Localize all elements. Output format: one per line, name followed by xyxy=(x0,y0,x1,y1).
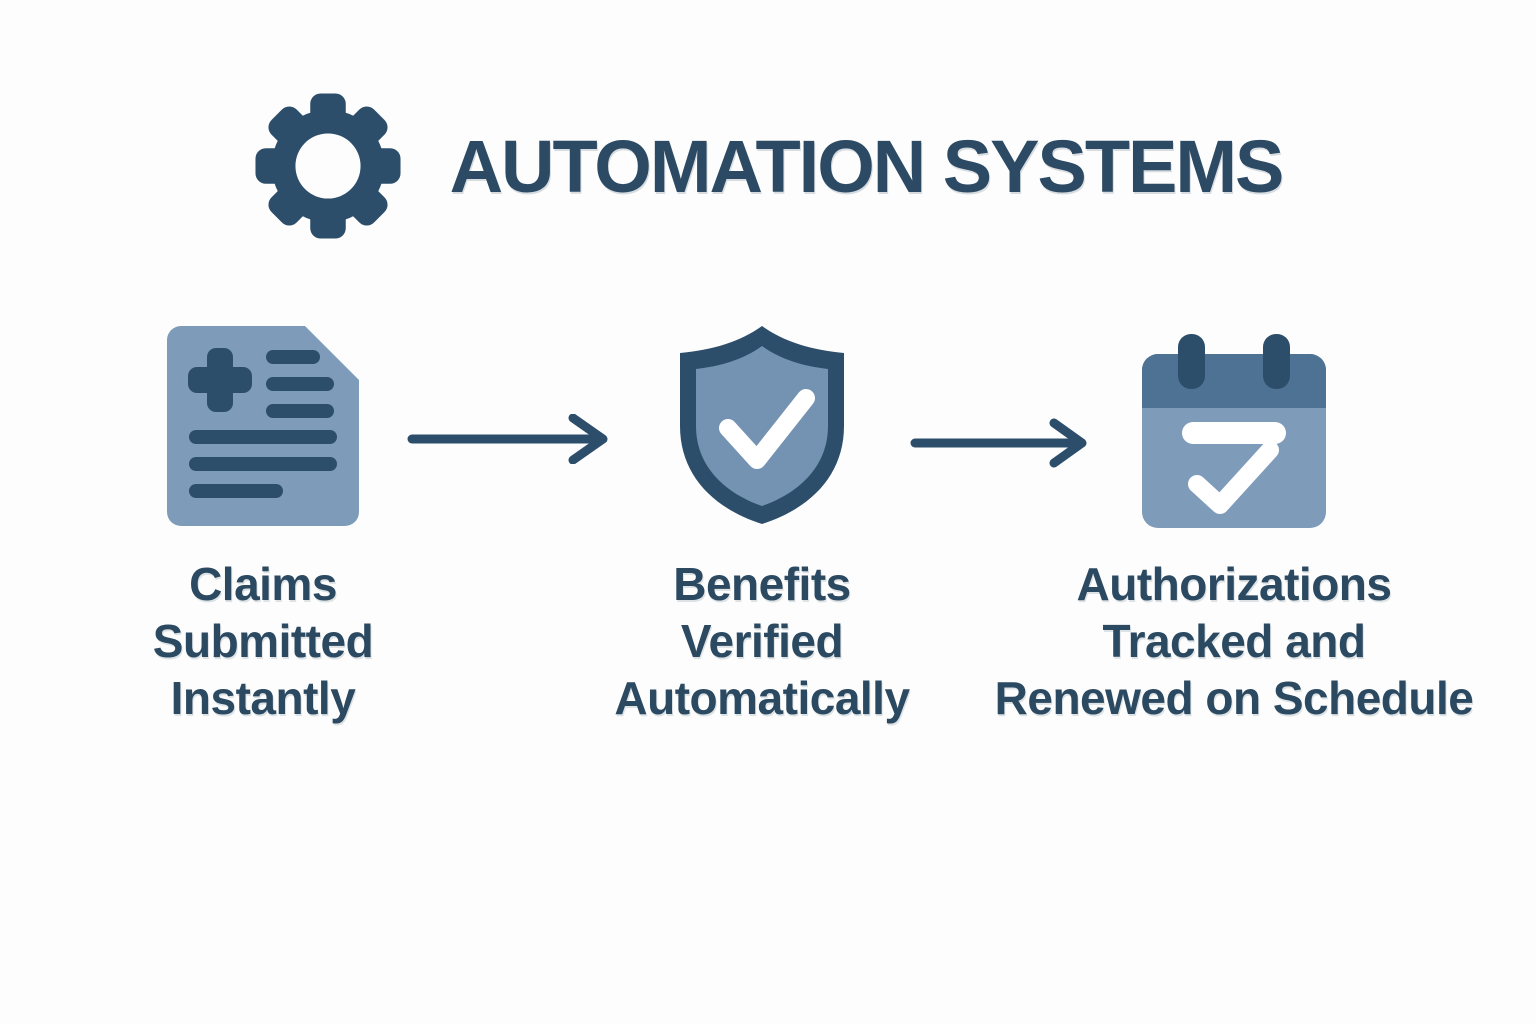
label-line: Benefits xyxy=(673,558,851,610)
arrow-right-icon xyxy=(910,418,1087,468)
label-line: Verified xyxy=(680,615,844,667)
step-benefits-label: Benefits Verified Automatically xyxy=(614,556,910,727)
label-line: Submitted xyxy=(152,615,374,667)
step-authorizations-icon-box xyxy=(1142,320,1326,528)
label-line: Instantly xyxy=(170,672,356,724)
step-authorizations: Authorizations Tracked and Renewed on Sc… xyxy=(964,320,1504,727)
header: AUTOMATION SYSTEMS xyxy=(0,92,1536,240)
label-line: Authorizations xyxy=(1076,558,1392,610)
label-line: Automatically xyxy=(614,672,910,724)
label-line: Claims xyxy=(189,558,337,610)
step-claims-label: Claims Submitted Instantly xyxy=(152,556,374,727)
step-claims-icon-box xyxy=(165,320,361,528)
step-benefits-icon-box xyxy=(670,320,854,528)
medical-claim-document-icon xyxy=(167,326,359,526)
step-claims: Claims Submitted Instantly xyxy=(13,320,513,727)
step-benefits: Benefits Verified Automatically xyxy=(512,320,1012,727)
label-line: Renewed on Schedule xyxy=(994,672,1474,724)
gear-icon xyxy=(255,93,401,239)
step-authorizations-label: Authorizations Tracked and Renewed on Sc… xyxy=(995,556,1474,727)
calendar-check-icon xyxy=(1142,334,1326,528)
arrow-right-icon xyxy=(407,414,608,464)
label-line: Tracked and xyxy=(1102,615,1366,667)
page-title: AUTOMATION SYSTEMS xyxy=(449,124,1285,208)
shield-check-icon xyxy=(680,326,844,524)
